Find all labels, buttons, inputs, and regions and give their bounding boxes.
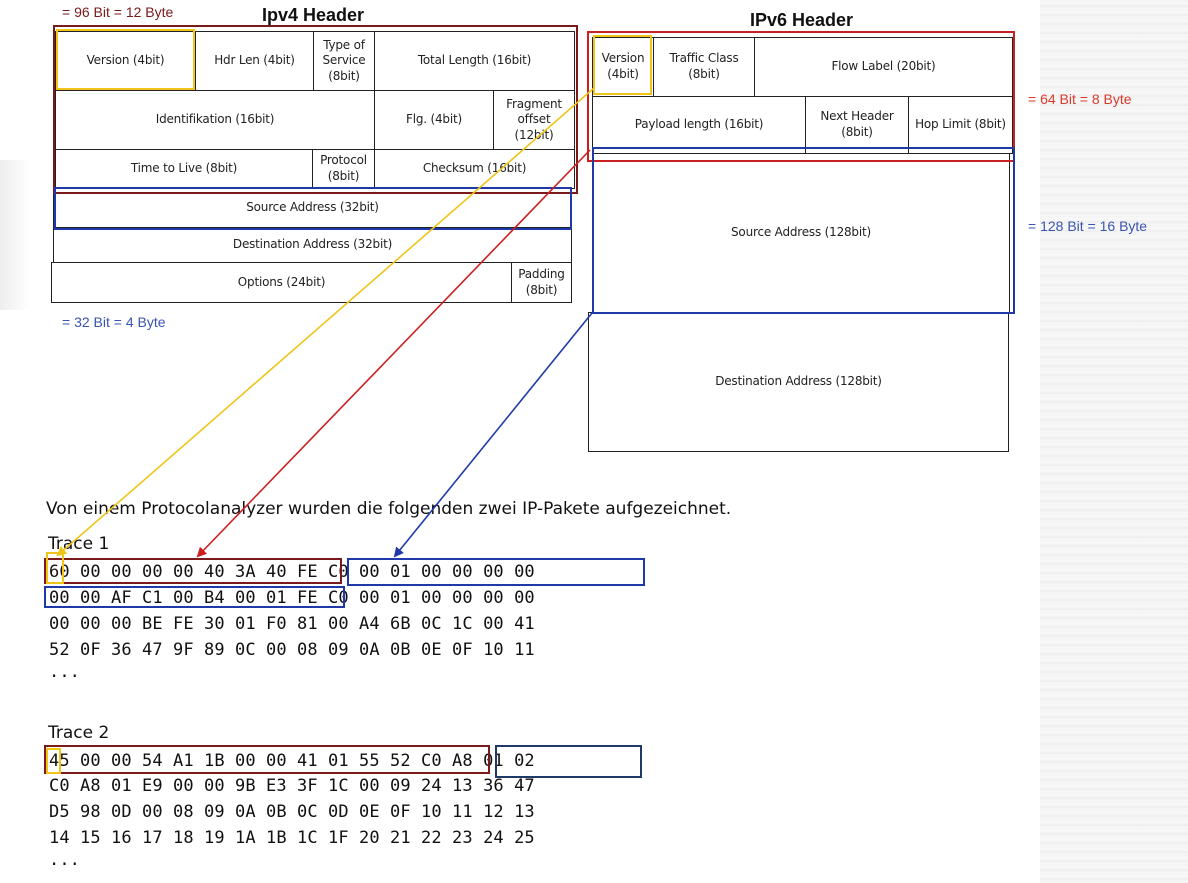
scan-shadow [0, 160, 30, 310]
trace1-line-3: 00 00 00 BE FE 30 01 F0 81 00 A4 6B 0C 1… [49, 614, 535, 634]
ipv4-title: Ipv4 Header [262, 5, 365, 25]
ipv4-size-note-top: = 96 Bit = 12 Byte [62, 4, 174, 20]
scan-texture-strip [1040, 0, 1188, 883]
ipv6-field-version: Version (4bit) [592, 37, 654, 97]
trace1-line-2: 00 00 AF C1 00 B4 00 01 FE C0 00 01 00 0… [49, 588, 535, 608]
trace2-line-4: 14 15 16 17 18 19 1A 1B 1C 1F 20 21 22 2… [49, 828, 535, 848]
trace2-line-2: C0 A8 01 E9 00 00 9B E3 3F 1C 00 09 24 1… [49, 776, 535, 796]
ipv4-field-padding: Padding (8bit) [511, 262, 572, 303]
arrow-source-to-trace1 [393, 312, 593, 558]
trace1-line-1: 60 00 00 00 00 40 3A 40 FE C0 00 01 00 0… [49, 562, 535, 582]
ipv6-size-note-red: = 64 Bit = 8 Byte [1028, 91, 1132, 107]
trace2-label: Trace 2 [48, 723, 110, 743]
arrow-version-to-trace1 [56, 87, 595, 557]
ipv4-field-fragment-offset: Fragment offset (12bit) [493, 90, 575, 150]
trace1-ellipsis: ... [49, 662, 81, 682]
ipv4-size-note-bottom: = 32 Bit = 4 Byte [62, 314, 166, 330]
ipv6-title: IPv6 Header [750, 10, 854, 30]
intro-text: Von einem Protocolanalyzer wurden die fo… [46, 499, 732, 519]
trace2-line-1: 45 00 00 54 A1 1B 00 00 41 01 55 52 C0 A… [49, 751, 535, 771]
trace1-line-4: 52 0F 36 47 9F 89 0C 00 08 09 0A 0B 0E 0… [49, 640, 535, 660]
trace2-line-3: D5 98 0D 00 08 09 0A 0B 0C 0D 0E 0F 10 1… [49, 802, 535, 822]
arrow-base-header-to-trace1 [196, 149, 591, 558]
trace2-ellipsis: ... [49, 850, 81, 870]
ipv6-size-note-blue: = 128 Bit = 16 Byte [1028, 218, 1148, 234]
